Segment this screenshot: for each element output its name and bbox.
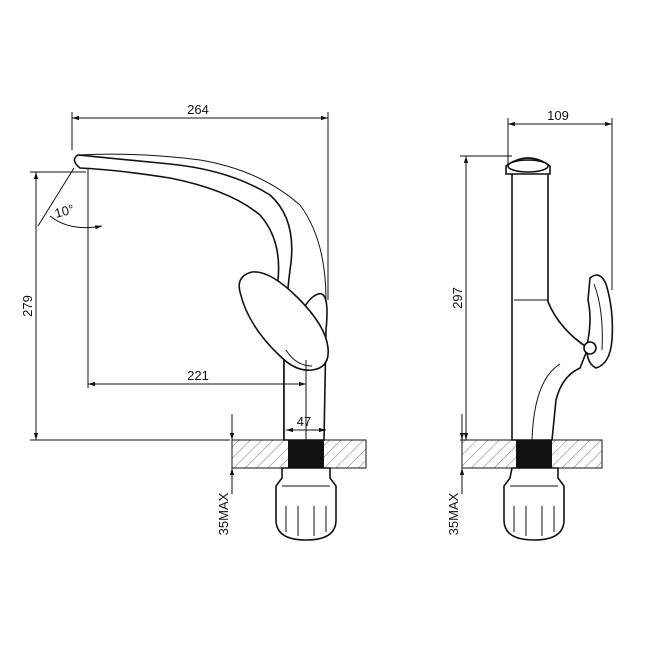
front-mount-hole [288, 440, 324, 468]
front-mounting-nut [275, 467, 337, 541]
dim-depth: 109 [547, 108, 569, 123]
dim-max-counter: 35MAX [216, 492, 231, 535]
dim-height: 279 [20, 295, 35, 317]
front-view: 264 10° 279 221 47 35MAX [20, 102, 367, 541]
front-handle-lever [238, 271, 329, 372]
side-view: 109 297 35MAX [446, 108, 614, 541]
side-mounting-nut [503, 467, 565, 541]
side-faucet-body [511, 171, 589, 441]
dim-side-height: 297 [450, 287, 465, 309]
side-mount-hole [516, 440, 552, 468]
dim-base-diameter: 47 [297, 414, 311, 429]
dim-reach: 221 [187, 368, 209, 383]
front-faucet-body [73, 154, 293, 440]
dim-overall-width: 264 [187, 102, 209, 117]
dim-side-max-counter: 35MAX [446, 492, 461, 535]
dim-spout-angle: 10° [53, 201, 76, 221]
